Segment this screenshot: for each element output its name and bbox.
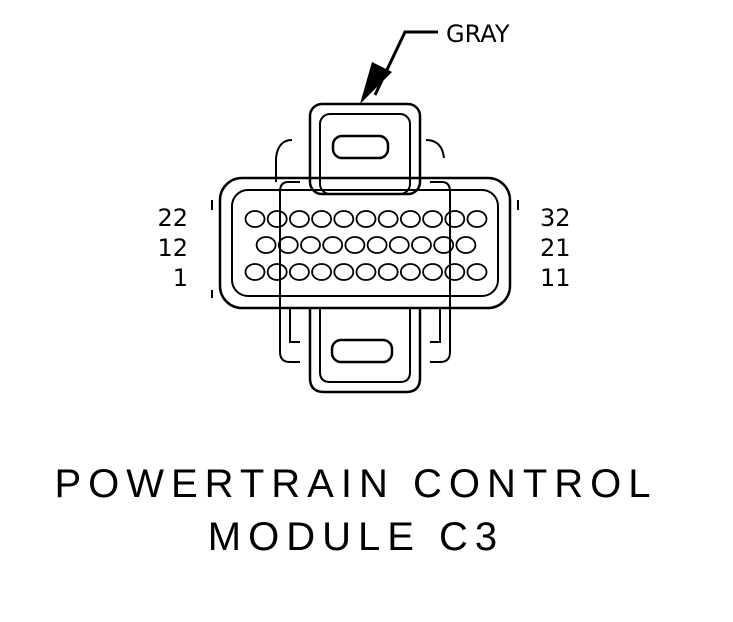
pin-cavity-30: [422, 210, 444, 228]
top-lock-tab-outer: [308, 102, 422, 196]
callout-arrowhead: [360, 62, 392, 104]
bottom-left-skirt: [289, 308, 300, 343]
pin-cavity-11: [466, 263, 488, 281]
pin-cavity-6: [355, 263, 377, 281]
pin-label-21: 21: [540, 234, 571, 262]
pin-cavities: [244, 210, 488, 281]
pin-cavity-15: [322, 236, 344, 254]
bottom-lock-window: [330, 338, 394, 364]
pin-cavity-31: [444, 210, 466, 228]
diagram-title-line-2: MODULE C3: [208, 515, 504, 559]
pin-cavity-25: [311, 210, 333, 228]
pin-cavity-8: [399, 263, 421, 281]
pin-label-12: 12: [157, 234, 188, 262]
pin-cavity-7: [377, 263, 399, 281]
right-latch-arm-outer: [425, 139, 445, 159]
pin-cavity-4: [311, 263, 333, 281]
pin-cavity-5: [333, 263, 355, 281]
pin-label-32: 32: [540, 204, 571, 232]
pin-cavity-22: [244, 210, 266, 228]
callout-leader-line: [373, 30, 438, 96]
pin-cavity-12: [255, 236, 277, 254]
pin-cavity-3: [288, 263, 310, 281]
housing-outer: [218, 176, 512, 310]
bottom-lock-tab-outer: [308, 308, 422, 394]
pin-cavity-1: [244, 263, 266, 281]
pin-cavity-19: [411, 236, 432, 254]
pin-cavity-2: [266, 263, 288, 281]
wire-color-label: GRAY: [446, 20, 510, 48]
bottom-lock-tab-inner: [319, 308, 411, 383]
pin-cavity-23: [266, 210, 288, 228]
pin-cavity-26: [333, 210, 355, 228]
pin-cavity-27: [355, 210, 377, 228]
pin-cavity-18: [388, 236, 410, 254]
left-latch-arm-outer: [275, 139, 293, 182]
connector-body: [211, 102, 519, 394]
left-latch-arm: [279, 181, 300, 363]
pin-cavity-14: [300, 236, 321, 254]
pin-cavity-13: [277, 236, 299, 254]
pin-cavity-21: [455, 236, 477, 254]
pin-cavity-10: [444, 263, 466, 281]
pin-labels-left: 22 12 1: [157, 204, 188, 292]
pin-cavity-20: [433, 236, 455, 254]
diagram-title-line-1: POWERTRAIN CONTROL: [54, 462, 657, 506]
bottom-right-skirt: [430, 308, 441, 343]
pin-label-22: 22: [157, 204, 188, 232]
top-lock-tab-inner: [319, 113, 411, 195]
pin-cavity-28: [377, 210, 399, 228]
pin-cavity-17: [366, 236, 388, 254]
wire-color-callout: GRAY: [360, 20, 510, 104]
pin-cavity-24: [288, 210, 310, 228]
pin-cavity-29: [399, 210, 421, 228]
top-lock-window: [331, 134, 390, 160]
pin-cavity-32: [466, 210, 488, 228]
right-latch-arm: [430, 181, 451, 363]
pin-cavity-16: [344, 236, 366, 254]
pin-label-11: 11: [540, 264, 571, 292]
pin-label-1: 1: [173, 264, 188, 292]
pin-cavity-9: [422, 263, 444, 281]
pin-labels-right: 32 21 11: [540, 204, 571, 292]
